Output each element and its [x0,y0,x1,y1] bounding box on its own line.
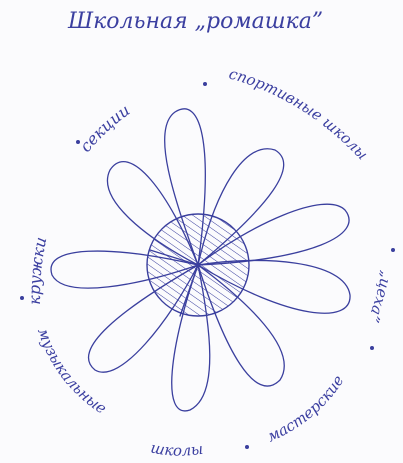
label-shkoly: школы [149,438,204,459]
separator-dot [245,445,249,449]
label-tsekha: „цеха” [364,269,395,325]
separator-dot [203,82,207,86]
flower-center [147,214,249,316]
page-title: Школьная „ромашка” [67,9,323,34]
separator-dot [391,248,395,252]
label-kruzhki: кружки [25,235,50,305]
label-sportivnye-shkoly: спортивные школы [227,64,372,163]
separator-dot [76,140,80,144]
label-sektsii: секции [76,100,134,155]
separator-dot [370,346,374,350]
separator-dot [20,296,24,300]
